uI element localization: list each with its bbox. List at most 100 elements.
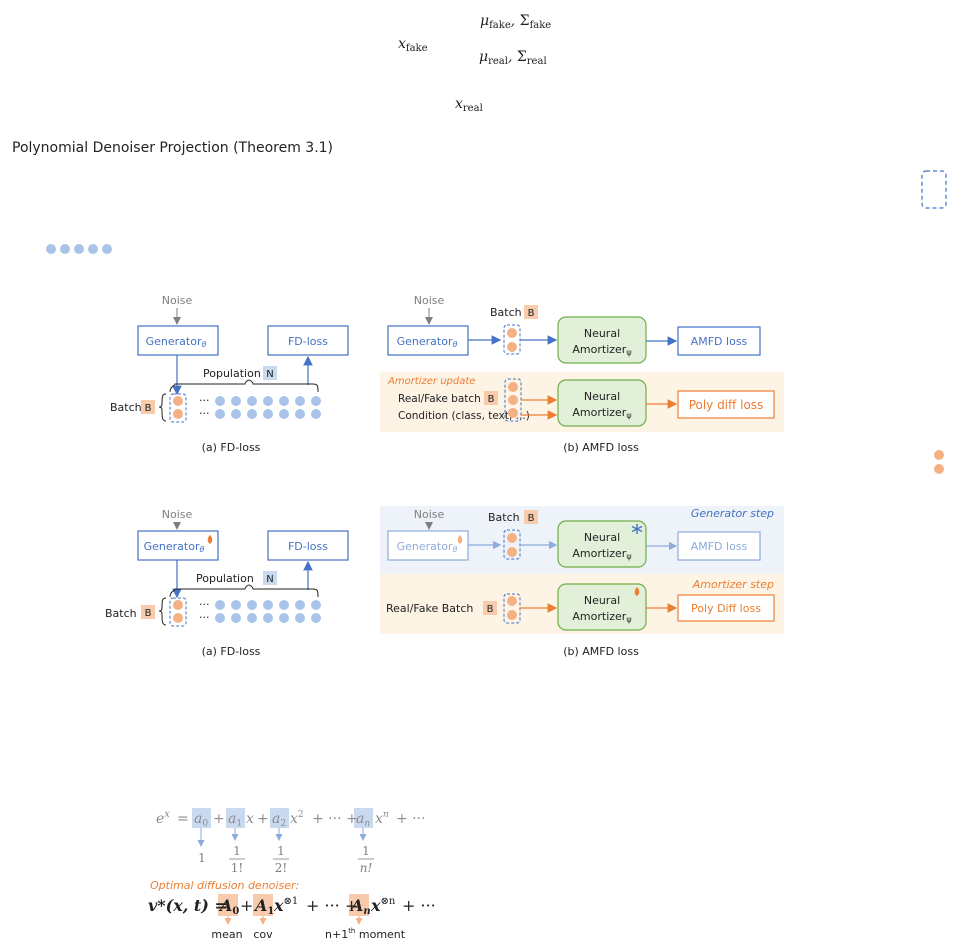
svg-text:An: An	[349, 896, 371, 917]
svg-text:Amortizerψ: Amortizerψ	[572, 406, 631, 420]
moment-label: n+1th moment	[325, 927, 406, 941]
svg-text:2!: 2!	[275, 861, 287, 875]
svg-text:Noise: Noise	[414, 294, 445, 307]
svg-text:···: ···	[199, 394, 210, 407]
svg-text:+ ···: + ···	[402, 896, 436, 915]
generator-step-label: Generator step	[691, 507, 774, 520]
svg-text:N: N	[266, 574, 273, 585]
noise-label: Noise	[162, 294, 193, 307]
svg-text:a2: a2	[272, 811, 286, 829]
svg-text:A1: A1	[253, 896, 274, 917]
svg-text:Batch: Batch	[490, 306, 522, 319]
svg-text:ex: ex	[156, 809, 170, 827]
svg-text:Poly Diff loss: Poly Diff loss	[691, 602, 761, 615]
batch-label: Batch	[110, 401, 142, 414]
svg-text:Real/Fake batch: Real/Fake batch	[398, 393, 481, 405]
svg-text:x2: x2	[290, 810, 304, 827]
mean-label: mean	[211, 928, 242, 941]
optimal-denoiser-label: Optimal diffusion denoiser:	[150, 879, 299, 892]
generator-box	[387, 325, 469, 356]
fire-icon	[207, 535, 213, 544]
svg-text:···: ···	[199, 407, 210, 420]
cov-label: cov	[253, 928, 273, 941]
svg-text:Generatorθ: Generatorθ	[144, 540, 205, 554]
svg-text:AMFD loss: AMFD loss	[691, 540, 748, 553]
page-title: Polynomial Denoiser Projection (Theorem …	[12, 140, 333, 156]
svg-text:n!: n!	[360, 861, 373, 875]
svg-text:Amortizerψ: Amortizerψ	[572, 610, 631, 624]
amortizer-update-label: Amortizer update	[387, 376, 475, 387]
fd-loss-box	[267, 325, 349, 356]
svg-text:···: ···	[199, 611, 210, 624]
svg-text:a1: a1	[228, 811, 242, 829]
svg-text:1: 1	[233, 844, 241, 858]
diagram-fd-loss-2: Noise Generatorθ FD-loss Population N Ba…	[105, 508, 349, 658]
svg-text:Neural: Neural	[584, 594, 620, 607]
svg-text:an: an	[356, 811, 370, 829]
population-brace	[169, 379, 319, 393]
amortizer-step-label: Amortizer step	[692, 578, 774, 591]
svg-text:Neural: Neural	[584, 531, 620, 544]
svg-text:B: B	[528, 308, 535, 319]
svg-text:Neural: Neural	[584, 390, 620, 403]
svg-text:1: 1	[198, 851, 206, 865]
svg-text:=: =	[177, 811, 189, 827]
svg-text:x: x	[246, 811, 254, 827]
mu-fake-symbol: μfake, Σfake	[480, 13, 551, 31]
svg-text:Condition (class, text, ...): Condition (class, text, ...)	[398, 410, 530, 422]
svg-text:A0: A0	[218, 896, 239, 917]
orange-dots-decoration	[934, 450, 944, 474]
svg-text:AMFD loss: AMFD loss	[691, 335, 748, 348]
svg-text:+: +	[240, 896, 253, 915]
generator-label: Generatorθ	[146, 335, 207, 349]
amfd-loss-box	[677, 326, 761, 356]
svg-text:(a) FD-loss: (a) FD-loss	[202, 645, 261, 658]
svg-text:+: +	[257, 811, 269, 827]
svg-text:B: B	[487, 604, 494, 615]
diagram-amfd-loss-1: Noise Generatorθ Batch B Neural Amortize…	[380, 294, 784, 454]
population-label: Population	[203, 367, 261, 380]
top-symbols: μfake, Σfake xfake μreal, Σreal xreal	[398, 13, 551, 114]
mu-real-symbol: μreal, Σreal	[479, 49, 547, 67]
x-fake-symbol: xfake	[398, 36, 428, 54]
svg-text:N: N	[266, 369, 273, 380]
svg-text:+: +	[213, 811, 225, 827]
svg-text:1: 1	[362, 844, 370, 858]
svg-text:+ ···: + ···	[396, 811, 426, 827]
population-badge	[263, 366, 277, 380]
svg-text:1: 1	[277, 844, 285, 858]
svg-text:Poly diff loss: Poly diff loss	[689, 398, 764, 412]
caption-fd-loss: (a) FD-loss	[202, 441, 261, 454]
generator-box	[137, 325, 219, 356]
svg-text:Noise: Noise	[162, 508, 193, 521]
fire-icon	[634, 587, 640, 596]
svg-text:Batch: Batch	[105, 607, 137, 620]
svg-text:Amortizerψ: Amortizerψ	[572, 343, 631, 357]
svg-text:(b) AMFD loss: (b) AMFD loss	[563, 645, 639, 658]
neural-amortizer-box	[557, 316, 647, 364]
svg-text:x⊗1: x⊗1	[273, 896, 298, 915]
svg-text:FD-loss: FD-loss	[288, 540, 328, 553]
poly-diff-loss-box	[677, 390, 775, 419]
svg-text:Generatorθ: Generatorθ	[397, 540, 458, 554]
svg-text:B: B	[145, 608, 152, 619]
svg-text:Generatorθ: Generatorθ	[397, 335, 458, 349]
svg-text:a0: a0	[194, 811, 208, 829]
svg-text:Real/Fake Batch: Real/Fake Batch	[386, 602, 473, 615]
svg-text:1!: 1!	[231, 861, 243, 875]
snowflake-icon	[631, 524, 643, 534]
svg-text:v*(x, t) =: v*(x, t) =	[148, 896, 228, 915]
svg-text:B: B	[488, 394, 495, 405]
svg-text:xn: xn	[375, 810, 389, 827]
svg-text:+ ··· +: + ··· +	[306, 896, 358, 915]
x-real-symbol: xreal	[455, 96, 483, 114]
svg-text:B: B	[528, 513, 535, 524]
svg-text:B: B	[145, 403, 152, 414]
dot-row-decoration	[46, 244, 112, 254]
diagram-amfd-loss-2: Noise Generatorθ Batch B Neural Amortize…	[380, 506, 784, 658]
fd-loss-label: FD-loss	[288, 335, 328, 348]
svg-text:+ ··· +: + ··· +	[312, 811, 358, 827]
caption-amfd-loss: (b) AMFD loss	[563, 441, 639, 454]
taylor-expansion-equation: ex = a0 + a1 x + a2 x2 + ··· + an xn + ·…	[148, 808, 436, 941]
